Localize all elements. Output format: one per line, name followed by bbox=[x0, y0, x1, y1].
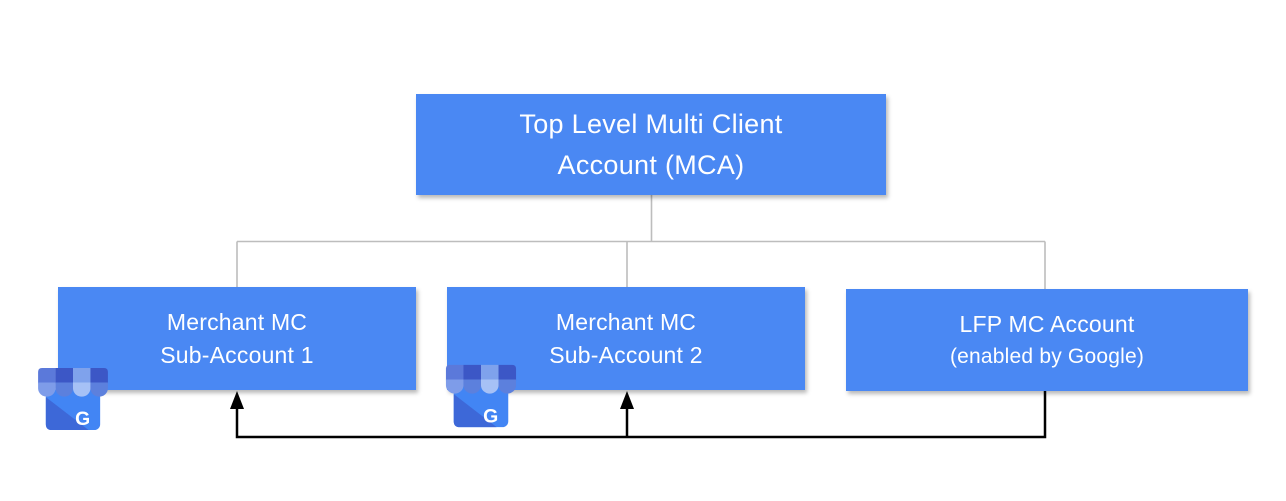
node-merchant-sub-account-2: Merchant MC Sub-Account 2 bbox=[447, 287, 805, 390]
node-top-level-mca: Top Level Multi Client Account (MCA) bbox=[416, 94, 886, 195]
google-g-letter: G bbox=[75, 408, 90, 430]
flow-edge-lfp-trunk bbox=[235, 391, 1047, 439]
node-merchant-sub-account-1: Merchant MC Sub-Account 1 bbox=[58, 287, 416, 390]
node-label-line2: Account (MCA) bbox=[557, 149, 745, 180]
tree-edges bbox=[236, 195, 1046, 289]
node-label-line1: Top Level Multi Client bbox=[519, 108, 783, 139]
node-label-line1: LFP MC Account bbox=[959, 311, 1135, 337]
arrowhead-sub1 bbox=[230, 391, 244, 409]
storefront-fold bbox=[453, 394, 497, 428]
google-my-business-icon: G bbox=[445, 364, 517, 428]
node-label-line2: Sub-Account 1 bbox=[160, 341, 314, 368]
google-my-business-icon: G bbox=[38, 368, 108, 430]
storefront-awning bbox=[38, 368, 108, 397]
arrowhead-sub2 bbox=[620, 391, 634, 409]
flow-arrowheads bbox=[230, 391, 634, 409]
node-label-line1: Merchant MC bbox=[166, 308, 308, 335]
storefront-awning bbox=[445, 364, 517, 394]
node-lfp-mc-account: LFP MC Account (enabled by Google) bbox=[846, 289, 1248, 391]
flow-edges bbox=[235, 391, 1047, 439]
node-label-line2: Sub-Account 2 bbox=[549, 341, 703, 368]
node-label-line2: (enabled by Google) bbox=[949, 345, 1145, 368]
google-g-letter: G bbox=[483, 405, 498, 427]
node-label-line1: Merchant MC bbox=[555, 308, 697, 335]
